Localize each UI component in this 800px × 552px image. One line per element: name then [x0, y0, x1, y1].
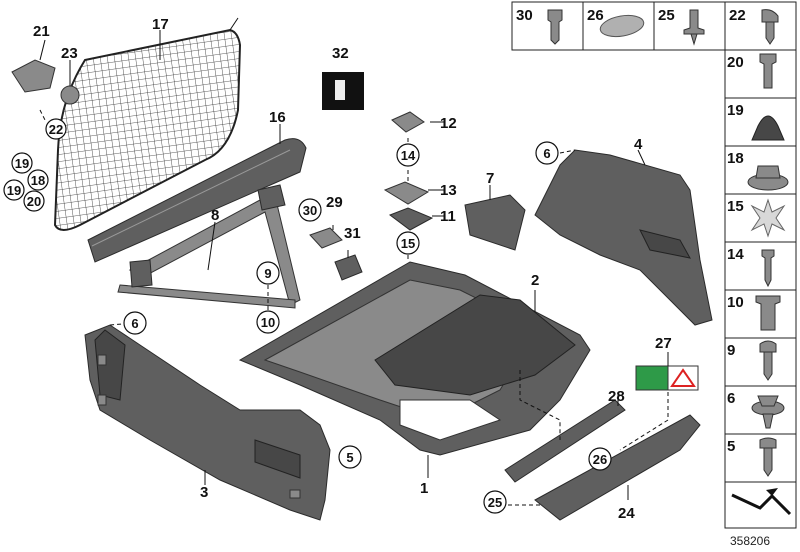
callout-28: 28: [608, 388, 625, 405]
strip-part-28: [504, 399, 626, 483]
cargo-net-part-17: [53, 17, 242, 231]
latch-parts: [383, 111, 434, 231]
table-label-30: 30: [516, 7, 533, 24]
cover-part-12: [391, 111, 425, 133]
table-label-15: 15: [727, 198, 744, 215]
callout-2: 2: [531, 272, 539, 289]
table-label-26: 26: [587, 7, 604, 24]
callout-18: 18: [31, 173, 45, 188]
floor-cover-part-2: [374, 294, 576, 396]
hook-part-21: [11, 59, 56, 93]
callout-30: 30: [303, 203, 317, 218]
callout-24: 24: [618, 505, 635, 522]
table-label-5: 5: [727, 438, 735, 455]
callout-32: 32: [332, 45, 349, 62]
callout-3: 3: [200, 484, 208, 501]
table-label-6: 6: [727, 390, 735, 407]
callout-9: 9: [264, 266, 271, 281]
document-number: 358206: [730, 534, 770, 548]
callout-31: 31: [344, 225, 361, 242]
support-frame-part-8: [117, 184, 301, 309]
table-label-22: 22: [729, 7, 746, 24]
callout-1: 1: [420, 480, 428, 497]
warning-signs-part-27: [635, 365, 699, 391]
table-label-18: 18: [727, 150, 744, 167]
callout-19-a: 19: [15, 156, 29, 171]
leader-lines: [39, 30, 669, 506]
sill-trim-part-24: [534, 414, 701, 521]
callout-16: 16: [269, 109, 286, 126]
table-label-19: 19: [727, 102, 744, 119]
callout-8: 8: [211, 207, 219, 224]
callout-29: 29: [326, 194, 343, 211]
callout-27: 27: [655, 335, 672, 352]
fastener-table-side-column: 20 19 18 15 14 10 9 6 5: [724, 49, 797, 483]
fastener-table-top-row: 30 26 25 22: [511, 1, 797, 51]
callout-labels: 17 21 23 32 16 12 4 7 13 8 29 11 31 2 27…: [33, 16, 672, 522]
table-label-14: 14: [727, 246, 744, 263]
callout-4: 4: [634, 136, 643, 153]
callout-5: 5: [346, 450, 353, 465]
callout-15: 15: [401, 236, 415, 251]
direction-arrow-box: [724, 481, 797, 529]
callout-6-a: 6: [543, 146, 550, 161]
isofix-icon-part-32: [322, 72, 364, 110]
callout-20: 20: [27, 194, 41, 209]
ring-part-23: [60, 85, 80, 105]
callout-7: 7: [486, 170, 494, 187]
callout-10: 10: [261, 315, 275, 330]
callout-19-b: 19: [7, 183, 21, 198]
callout-14: 14: [401, 148, 416, 163]
trim-rail-part-16: [87, 138, 307, 263]
side-panel-part-3: [84, 324, 331, 521]
callout-11: 11: [440, 208, 456, 225]
callout-25: 25: [488, 495, 502, 510]
table-label-25: 25: [658, 7, 675, 24]
hook-parts: [11, 59, 80, 105]
table-label-9: 9: [727, 342, 735, 359]
circled-callouts: 22 19 18 19 20 14 15 30 9 10 6 6 5 26 25: [3, 118, 612, 514]
callout-21: 21: [33, 23, 50, 40]
latch-part-13: [383, 181, 430, 205]
callout-26: 26: [593, 452, 607, 467]
side-panel-part-4: [534, 149, 713, 326]
callout-23: 23: [61, 45, 78, 62]
bracket-part-7: [464, 194, 526, 251]
callout-13: 13: [440, 182, 457, 199]
callout-6-b: 6: [131, 316, 138, 331]
plate-part-11: [388, 207, 434, 231]
callout-12: 12: [440, 115, 457, 132]
table-label-10: 10: [727, 294, 744, 311]
callout-22: 22: [49, 122, 63, 137]
table-label-20: 20: [727, 54, 744, 71]
callout-17: 17: [152, 16, 169, 33]
